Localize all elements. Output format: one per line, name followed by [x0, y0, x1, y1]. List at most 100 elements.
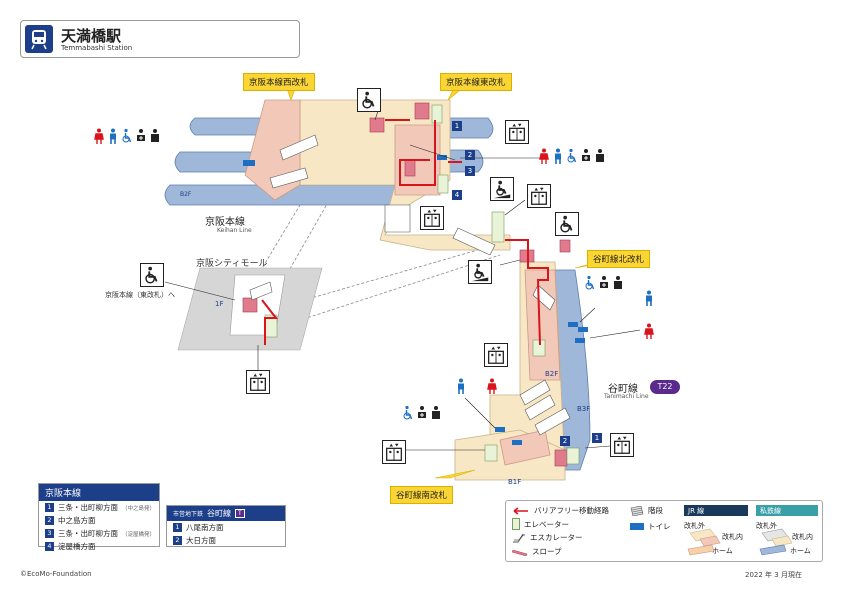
- female-toilet-icon: [538, 148, 550, 164]
- male-toilet-icon: [107, 128, 119, 144]
- legend-text: トイレ: [648, 522, 671, 531]
- gate-label-keihan-west: 京阪本線西改札: [243, 73, 315, 91]
- elevator-swatch-icon: [512, 518, 520, 530]
- legend-barrier-free: バリアフリー移動経路: [512, 505, 609, 516]
- tanimachi-legend-row: 1 八尾南方面: [167, 521, 285, 534]
- tanimachi-route: [505, 239, 549, 346]
- legend-jr-platform: ホーム: [712, 546, 733, 556]
- elevator-icon: [382, 440, 406, 464]
- male-toilet-icon: [643, 290, 655, 306]
- legend-text: 改札外: [684, 522, 705, 530]
- legend-stairs: 階段: [630, 505, 663, 516]
- legend-label: 大日方面: [186, 536, 216, 545]
- tanimachi-gate-markers: [495, 322, 588, 445]
- legend-operator: 市営地下鉄: [173, 511, 204, 518]
- keihan-platform-4: 4: [452, 190, 462, 200]
- legend-text: 改札内: [722, 533, 743, 541]
- legend-num: 2: [45, 516, 54, 525]
- legend-private-platform: ホーム: [790, 546, 811, 556]
- mall-floor-label: 1F: [215, 300, 224, 308]
- gate-label-keihan-east: 京阪本線東改札: [440, 73, 512, 91]
- baby-care-icon: [430, 405, 442, 421]
- elevator-icon: [610, 433, 634, 457]
- train-icon: [25, 25, 53, 53]
- legend-toilet: トイレ: [630, 521, 671, 532]
- legend-num: 2: [173, 536, 182, 545]
- legend-num: 1: [45, 503, 54, 512]
- legend-label: 淀屋橋方面: [58, 542, 96, 551]
- gate-marker: [243, 160, 255, 166]
- legend-text: エレベーター: [524, 519, 569, 529]
- tanimachi-legend-row: 2 大日方面: [167, 534, 285, 547]
- female-toilet-icon: [93, 128, 105, 144]
- tanimachi-platform-1: 1: [592, 433, 602, 443]
- legend-jr-outside: 改札外: [684, 521, 705, 531]
- legend-private-inside: 改札内: [792, 532, 813, 542]
- tanimachi-b1f-label: B1F: [508, 478, 522, 486]
- legend-text: バリアフリー移動経路: [534, 506, 609, 515]
- male-toilet-icon: [455, 378, 467, 394]
- keihan-legend-row: 2 中之島方面: [39, 514, 159, 527]
- keihan-platform-2: 2: [465, 150, 475, 160]
- wheelchair-slope-icon: [468, 260, 492, 284]
- female-toilet-icon: [486, 378, 498, 394]
- private-area-swatch-icon: [759, 528, 793, 556]
- keihan-route: [385, 119, 462, 186]
- stairs-swatch-icon: [630, 505, 644, 516]
- legend-num: 3: [45, 529, 54, 538]
- tanimachi-structure: [454, 261, 591, 481]
- keihan-line-name: 京阪本線: [205, 217, 245, 228]
- tanimachi-legend-code: T: [235, 509, 245, 518]
- legend-num: 1: [173, 523, 182, 532]
- legend-num: 4: [45, 542, 54, 551]
- callout-lines: [164, 104, 641, 451]
- toilet-group: [402, 405, 442, 421]
- legend-text: 改札外: [756, 522, 777, 530]
- tanimachi-line-code: T22: [650, 380, 680, 394]
- legend-private-outside: 改札外: [756, 521, 777, 531]
- station-title-en: Temmabashi Station: [61, 44, 133, 52]
- keihan-platform-1: 1: [452, 121, 462, 131]
- baby-care-icon: [149, 128, 161, 144]
- accessible-toilet-icon: [121, 128, 133, 144]
- legend-text: 階段: [648, 506, 663, 515]
- toilet-swatch-icon: [630, 523, 644, 530]
- elevator-icon: [246, 370, 270, 394]
- legend-text: JR 線: [688, 506, 705, 515]
- route-arrow-icon: [513, 506, 528, 515]
- ostomate-icon: [135, 128, 147, 144]
- gate-label-tanimachi-south: 谷町線南改札: [390, 486, 454, 504]
- copyright-text: ©EcoMo-Foundation: [20, 570, 92, 578]
- keihan-stairs: [269, 134, 411, 233]
- station-title: 天満橋駅: [61, 27, 122, 45]
- ostomate-icon: [580, 148, 592, 164]
- keihan-line-name-en: Keihan Line: [217, 227, 252, 234]
- gate-label-tanimachi-north: 谷町線北改札: [587, 250, 651, 268]
- elevator-icon: [420, 206, 444, 230]
- ostomate-icon: [416, 405, 428, 421]
- wheelchair-icon: [357, 88, 381, 112]
- keihan-platform-3: 3: [465, 166, 475, 176]
- ostomate-icon: [598, 275, 610, 291]
- legend-label: 三条・出町柳方面: [58, 503, 118, 512]
- jr-area-swatch-icon: [687, 528, 721, 556]
- mall-label: 京阪シティモール: [196, 259, 268, 269]
- legend-text: 私鉄線: [760, 506, 781, 515]
- legend-slope: スロープ: [512, 546, 562, 557]
- legend-text: ホーム: [790, 547, 811, 555]
- date-note: 2022 年 3 月現在: [745, 571, 802, 579]
- legend-text: ホーム: [712, 547, 733, 555]
- toilet-group: [584, 275, 624, 291]
- baby-care-icon: [612, 275, 624, 291]
- slope-swatch-icon: [512, 549, 528, 556]
- toilet-group: [538, 148, 606, 164]
- map-symbol-legend: バリアフリー移動経路 エレベーター エスカレーター スロープ 階段 トイレ JR…: [505, 500, 823, 562]
- legend-jr-inside: 改札内: [722, 532, 743, 542]
- tanimachi-elevators: [484, 211, 580, 467]
- keihan-elevators: [369, 102, 449, 194]
- wheelchair-icon: [140, 263, 164, 287]
- mall-direction-label: 京阪本線（東改札）へ: [105, 291, 175, 299]
- elevator-icon: [505, 120, 529, 144]
- elevator-icon: [527, 184, 551, 208]
